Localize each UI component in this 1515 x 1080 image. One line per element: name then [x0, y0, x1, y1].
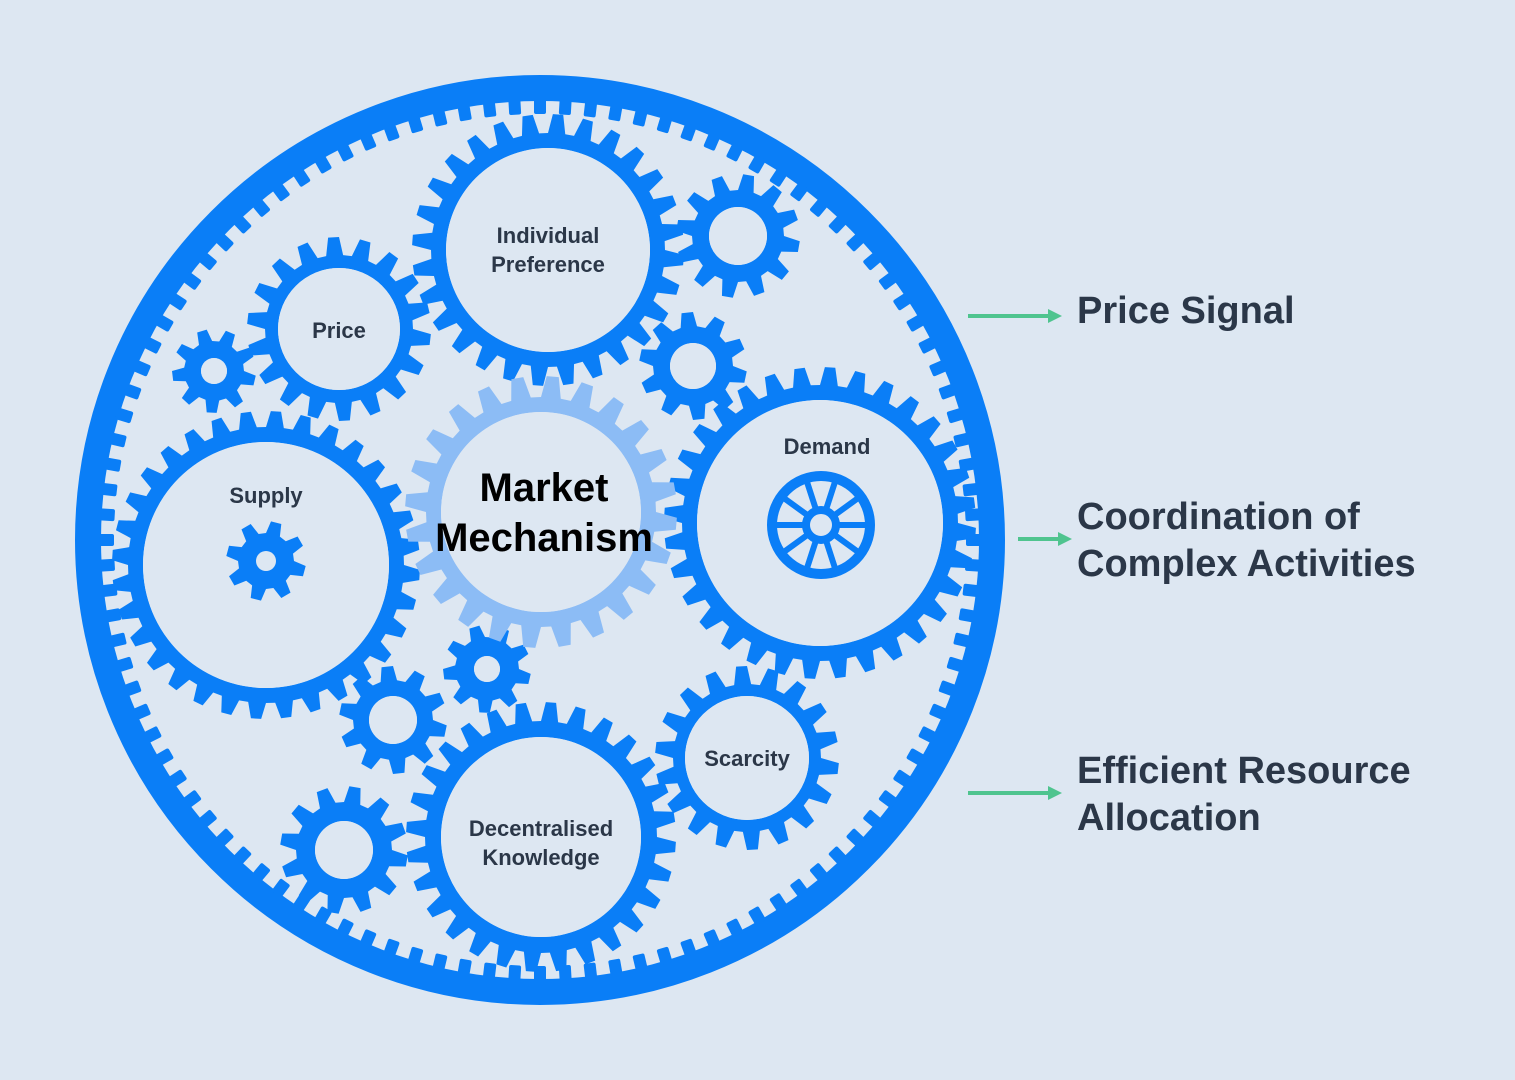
- individual-preference-label-line2: Preference: [491, 252, 605, 277]
- outcome-efficient-allocation-line1: Efficient Resource: [1077, 750, 1411, 792]
- outcome-efficient-allocation: Efficient Resource Allocation: [1077, 748, 1411, 842]
- price-gear: [247, 237, 431, 421]
- outcome-price-signal: Price Signal: [1077, 288, 1295, 335]
- scarcity-label: Scarcity: [704, 746, 790, 771]
- scarcity-gear: [655, 666, 839, 850]
- small-gear-6: [280, 786, 408, 914]
- outcome-coordination-line1: Coordination of: [1077, 496, 1360, 538]
- market-mechanism-label-line1: Market: [480, 466, 609, 510]
- decentralised-knowledge-gear: [406, 702, 676, 972]
- small-gear-icon: [226, 521, 306, 601]
- arrow-coordination: [1018, 532, 1072, 546]
- arrow-price-signal: [968, 309, 1062, 323]
- outcome-coordination-line2: Complex Activities: [1077, 543, 1416, 585]
- arrow-efficient-allocation: [968, 786, 1062, 800]
- outcome-coordination: Coordination of Complex Activities: [1077, 494, 1416, 588]
- small-gear-1: [172, 329, 256, 413]
- small-gear-3: [639, 312, 747, 420]
- wheel-icon: [767, 471, 875, 579]
- outer-ring-gear: [75, 75, 1005, 1005]
- market-mechanism-label-line2: Mechanism: [435, 516, 653, 560]
- individual-preference-label-line1: Individual: [497, 223, 600, 248]
- outcome-price-signal-line1: Price Signal: [1077, 290, 1295, 332]
- supply-label: Supply: [229, 483, 303, 508]
- decentralised-knowledge-label-line1: Decentralised: [469, 816, 613, 841]
- individual-preference-gear: [412, 114, 684, 386]
- demand-label: Demand: [784, 434, 871, 459]
- price-label: Price: [312, 318, 366, 343]
- outcome-efficient-allocation-line2: Allocation: [1077, 797, 1261, 839]
- decentralised-knowledge-label-line2: Knowledge: [482, 845, 599, 870]
- small-gear-4: [443, 625, 531, 713]
- demand-gear: [664, 367, 976, 679]
- small-gear-5: [339, 666, 447, 774]
- small-gear-2: [676, 174, 800, 298]
- market-mechanism-gear: [405, 376, 677, 648]
